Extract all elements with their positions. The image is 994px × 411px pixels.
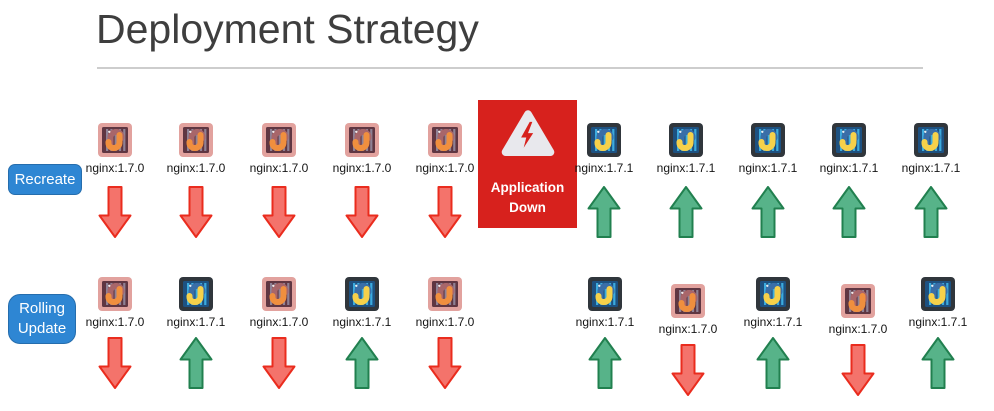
down-arrow-icon bbox=[671, 344, 705, 396]
container-version-label: nginx:1.7.0 bbox=[85, 161, 145, 175]
python-container-icon-old bbox=[344, 122, 380, 158]
down-arrow-icon bbox=[841, 344, 875, 396]
container-version-label: nginx:1.7.0 bbox=[332, 161, 392, 175]
up-arrow-icon bbox=[669, 186, 703, 238]
container-version-label: nginx:1.7.0 bbox=[658, 322, 718, 336]
python-container-icon-old bbox=[97, 122, 133, 158]
up-arrow-icon bbox=[832, 186, 866, 238]
python-container-icon-new bbox=[750, 122, 786, 158]
container-version-label: nginx:1.7.1 bbox=[819, 161, 879, 175]
down-arrow-icon bbox=[179, 186, 213, 238]
container-version-label: nginx:1.7.1 bbox=[575, 315, 635, 329]
python-container-icon-new bbox=[586, 122, 622, 158]
recreate-strategy-label: Recreate bbox=[8, 164, 82, 195]
container-version-label: nginx:1.7.0 bbox=[249, 315, 309, 329]
container-version-label: nginx:1.7.1 bbox=[656, 161, 716, 175]
up-arrow-icon bbox=[179, 337, 213, 389]
container-version-label: nginx:1.7.1 bbox=[574, 161, 634, 175]
python-container-icon-new bbox=[668, 122, 704, 158]
up-arrow-icon bbox=[588, 337, 622, 389]
down-arrow-icon bbox=[428, 337, 462, 389]
down-arrow-icon bbox=[262, 337, 296, 389]
container-version-label: nginx:1.7.0 bbox=[415, 315, 475, 329]
application-down-label: Application Down bbox=[490, 179, 565, 215]
python-container-icon-old bbox=[178, 122, 214, 158]
application-down-box: Application Down bbox=[478, 100, 577, 228]
down-arrow-icon bbox=[98, 186, 132, 238]
rolling-update-strategy-label: Rolling Update bbox=[8, 294, 76, 344]
container-version-label: nginx:1.7.0 bbox=[415, 161, 475, 175]
python-container-icon-new bbox=[178, 276, 214, 312]
python-container-icon-new bbox=[344, 276, 380, 312]
container-version-label: nginx:1.7.1 bbox=[901, 161, 961, 175]
python-container-icon-old bbox=[97, 276, 133, 312]
container-version-label: nginx:1.7.0 bbox=[249, 161, 309, 175]
down-arrow-icon bbox=[345, 186, 379, 238]
title-divider bbox=[97, 67, 923, 69]
python-container-icon-old bbox=[840, 283, 876, 319]
container-version-label: nginx:1.7.1 bbox=[166, 315, 226, 329]
down-arrow-icon bbox=[428, 186, 462, 238]
python-container-icon-new bbox=[587, 276, 623, 312]
container-version-label: nginx:1.7.1 bbox=[332, 315, 392, 329]
container-version-label: nginx:1.7.0 bbox=[828, 322, 888, 336]
python-container-icon-new bbox=[831, 122, 867, 158]
python-container-icon-new bbox=[913, 122, 949, 158]
python-container-icon-old bbox=[670, 283, 706, 319]
container-version-label: nginx:1.7.0 bbox=[85, 315, 145, 329]
up-arrow-icon bbox=[914, 186, 948, 238]
up-arrow-icon bbox=[756, 337, 790, 389]
up-arrow-icon bbox=[751, 186, 785, 238]
slide-title: Deployment Strategy bbox=[96, 6, 479, 52]
python-container-icon-old bbox=[427, 276, 463, 312]
up-arrow-icon bbox=[345, 337, 379, 389]
container-version-label: nginx:1.7.1 bbox=[738, 161, 798, 175]
up-arrow-icon bbox=[587, 186, 621, 238]
container-version-label: nginx:1.7.1 bbox=[908, 315, 968, 329]
container-version-label: nginx:1.7.0 bbox=[166, 161, 226, 175]
python-container-icon-old bbox=[427, 122, 463, 158]
python-container-icon-old bbox=[261, 122, 297, 158]
down-arrow-icon bbox=[98, 337, 132, 389]
python-container-icon-new bbox=[920, 276, 956, 312]
python-container-icon-old bbox=[261, 276, 297, 312]
up-arrow-icon bbox=[921, 337, 955, 389]
python-container-icon-new bbox=[755, 276, 791, 312]
down-arrow-icon bbox=[262, 186, 296, 238]
warning-icon bbox=[500, 109, 556, 159]
container-version-label: nginx:1.7.1 bbox=[743, 315, 803, 329]
